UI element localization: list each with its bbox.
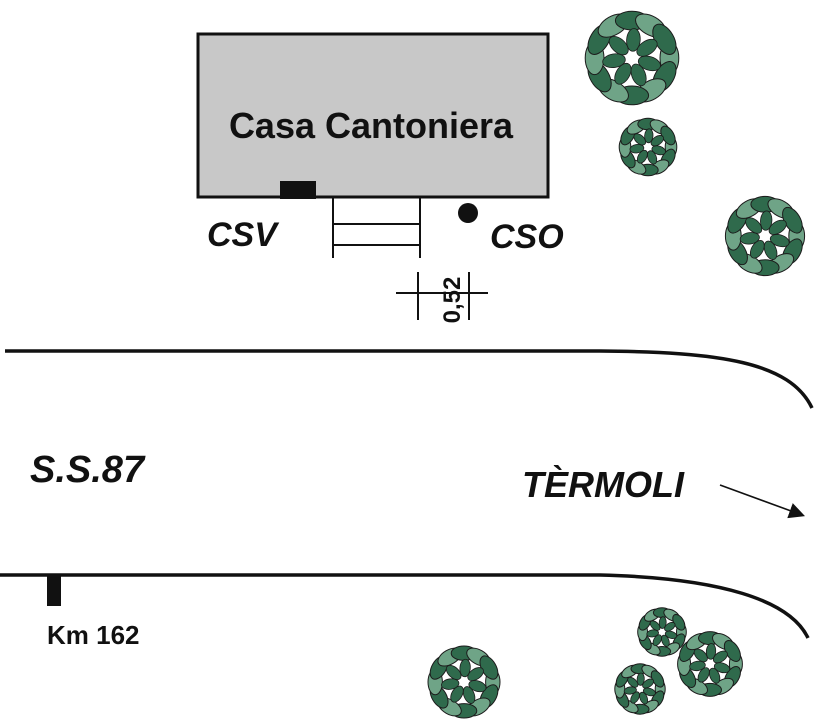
trees-group (427, 10, 806, 719)
road-edge-top (5, 349, 814, 409)
dimension-label: 0,52 (439, 277, 466, 324)
entrance-steps (332, 197, 421, 258)
cso-label: CSO (490, 218, 564, 256)
km-post (47, 576, 61, 606)
direction-label: TÈRMOLI (522, 464, 685, 505)
tree-icon (724, 195, 806, 277)
km-marker-label: Km 162 (47, 620, 140, 650)
road-edge-bottom (0, 573, 810, 639)
direction-arrow (719, 484, 806, 519)
tree-icon (618, 117, 678, 177)
building-label: Casa Cantoniera (229, 105, 514, 146)
tree-icon (614, 663, 666, 715)
csv-meter-box (280, 181, 316, 199)
csv-label: CSV (207, 216, 280, 254)
cso-marker (458, 203, 478, 223)
building-footprint (196, 32, 550, 199)
building: Casa Cantoniera (196, 32, 550, 199)
tree-icon (584, 10, 680, 106)
road-name-label: S.S.87 (30, 449, 146, 491)
tree-icon (677, 631, 743, 697)
tree-icon (637, 607, 687, 657)
tree-icon (427, 645, 501, 719)
dimension-marker: 0,52 (396, 272, 488, 323)
